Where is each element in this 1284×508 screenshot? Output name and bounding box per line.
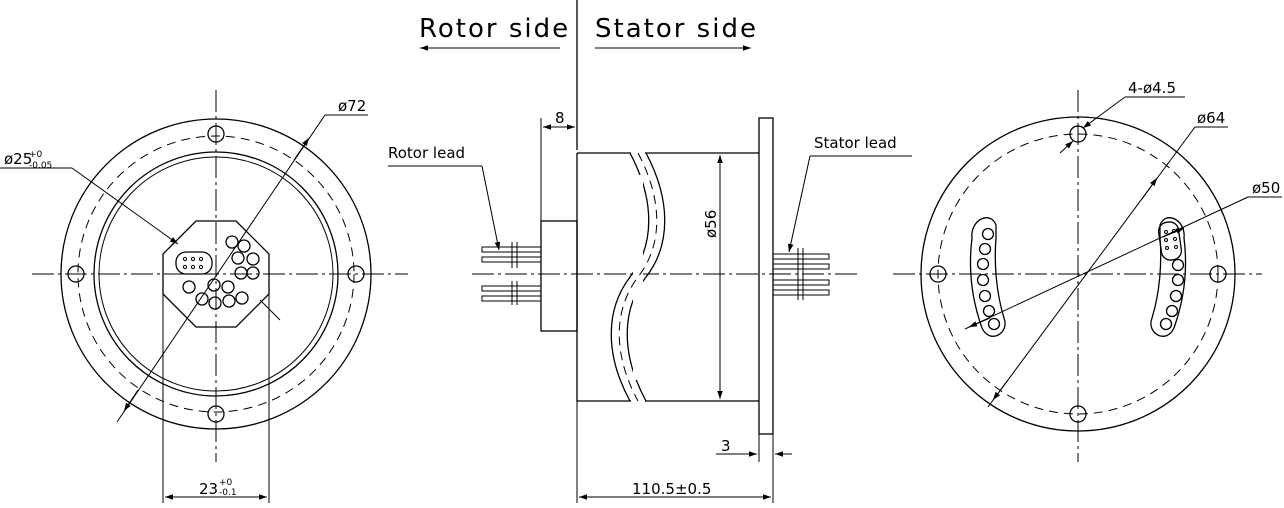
dim-spigot-leader [71,167,179,245]
rotor-connector [175,251,213,275]
break-line [610,152,650,402]
stator-end-view: 4-ø4.5 ø64 ø50 [893,79,1282,462]
rotor-connector-pins [182,256,204,270]
dim-outer-dia-arrow [123,389,139,412]
stator-flange-outer [920,116,1236,432]
stator-lead-leader [787,155,811,253]
dim-spigot-tol-lower: -0.05 [29,161,52,171]
rotor-spigot [162,220,270,328]
stator-lead-label: Stator lead [814,134,897,152]
dim-width: 23 [199,480,218,498]
side-view: Rotor lead Stator lead 8 ø56 3 110.5±0.5 [388,109,912,503]
dim-connector-arrow [259,299,281,321]
mount-hole [207,125,225,143]
dim-inner-arrow [1162,227,1185,238]
dim-outer-dia-arrow [293,137,310,161]
dim-outer-dia: ø72 [338,97,366,115]
rotor-wire-holes [182,235,260,310]
dim-holes-leader [1082,96,1126,129]
dim-outer-dia-line [116,114,326,423]
stator-side-heading: Stator side [595,14,758,44]
dim-pcd: ø64 [1197,109,1225,127]
dim-pcd-line [987,126,1196,408]
stator-flange [758,117,774,435]
dim-width-tol-upper: +0 [219,478,233,488]
rotor-shaft [540,220,578,332]
dim-holes-leader [1059,140,1074,154]
rotor-lead-leader [481,165,501,251]
stator-slot-right-holes [1159,258,1185,331]
mount-hole [1209,265,1227,283]
body-inner [98,156,334,392]
dim-shaft-len: 8 [555,109,565,127]
dim-inner-dia: ø50 [1252,179,1280,197]
mount-hole [1069,125,1087,143]
dim-spigot-tol-upper: +0 [29,150,43,160]
dim-body-dia: ø56 [702,210,720,238]
break-line-dots [618,152,658,402]
body-outer [93,151,339,397]
dim-width-tol-lower: -0.1 [219,488,237,498]
break-fill [633,175,643,380]
stator-connector [1157,221,1183,261]
body-outline [576,152,759,402]
rotor-side-heading: Rotor side [419,14,570,44]
dim-inner-line [964,196,1249,330]
dim-spigot-dia: ø25 [4,150,32,168]
break-line [626,152,666,402]
stator-lead-pins [772,248,830,300]
mount-hole [347,265,365,283]
mount-hole [929,265,947,283]
side-headings: Rotor side Stator side [419,0,758,150]
stator-slot-left [969,217,1006,337]
mount-hole [1069,405,1087,423]
dim-inner-arrow [968,317,991,328]
outer-flange [60,118,372,430]
rotor-end-view: ø25 +0 -0.05 ø72 23 +0 -0.1 [0,90,408,503]
bolt-circle [77,135,355,413]
dim-pcd-arrow [992,379,1009,401]
rotor-lead-label: Rotor lead [388,144,465,162]
dim-overall-length: 110.5±0.5 [632,480,711,498]
dim-pcd-arrow [1141,177,1158,200]
stator-bolt-circle [937,133,1219,415]
dim-flange-thickness: 3 [721,437,731,455]
rotor-lead-pins [481,242,542,305]
stator-slot-left-holes [976,227,1001,331]
mount-hole [207,405,225,423]
mount-hole [67,265,85,283]
dim-mount-holes: 4-ø4.5 [1128,79,1176,97]
